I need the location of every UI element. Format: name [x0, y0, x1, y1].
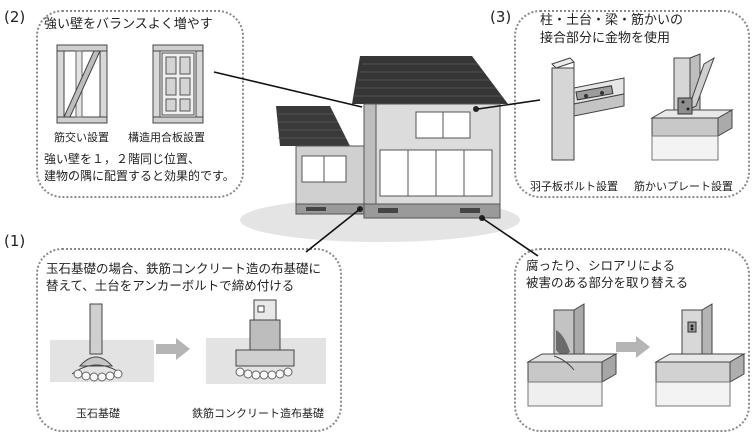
- plywood-wall-illustration: [152, 44, 204, 124]
- section-title-line1: 腐ったり、シロアリによる: [526, 258, 676, 273]
- brace-wall-illustration: [56, 44, 108, 124]
- section-title-line2: 替えて、土台をアンカーボルトで締め付ける: [46, 278, 295, 293]
- section-title-line1: 玉石基礎の場合、鉄筋コンクリート造の布基礎に: [46, 261, 322, 276]
- section-title-line2: 被害のある部分を取り替える: [526, 275, 689, 290]
- section-number: (1): [4, 232, 26, 250]
- section-title: 強い壁をバランスよく増やす: [44, 17, 213, 32]
- arrow-icon: [156, 338, 190, 360]
- wall-note-line2: 建物の隅に配置すると効果的です。: [44, 169, 235, 183]
- rc-foundation-illustration: [206, 299, 326, 384]
- section-number: (3): [490, 8, 512, 26]
- panel-strong-walls: [36, 10, 244, 198]
- panel-foundation: [36, 248, 342, 432]
- replaced-joint-illustration: [654, 303, 746, 407]
- section-title-line1: 柱・土台・梁・筋かいの: [540, 13, 684, 28]
- caption-hagoita-bolt: 羽子板ボルト設置: [530, 180, 618, 193]
- section-number: (2): [4, 8, 26, 26]
- arrow-icon: [616, 336, 650, 358]
- damaged-joint-illustration: [526, 303, 618, 407]
- caption-plywood: 構造用合板設置: [128, 131, 205, 144]
- wall-note-line1: 強い壁を１，２階同じ位置、: [44, 152, 201, 166]
- house-illustration: [240, 56, 520, 242]
- brace-plate-illustration: [650, 53, 734, 161]
- panel-replace-damaged: [514, 248, 750, 432]
- section-title-line2: 接合部分に金物を使用: [540, 31, 671, 46]
- caption-stone-foundation: 玉石基礎: [76, 407, 120, 420]
- stone-foundation-illustration: [50, 303, 154, 382]
- caption-rc-foundation: 鉄筋コンクリート造布基礎: [192, 407, 324, 420]
- hagoita-bolt-illustration: [551, 57, 625, 161]
- caption-brace: 筋交い設置: [54, 131, 109, 144]
- caption-brace-plate: 筋かいプレート設置: [634, 180, 733, 193]
